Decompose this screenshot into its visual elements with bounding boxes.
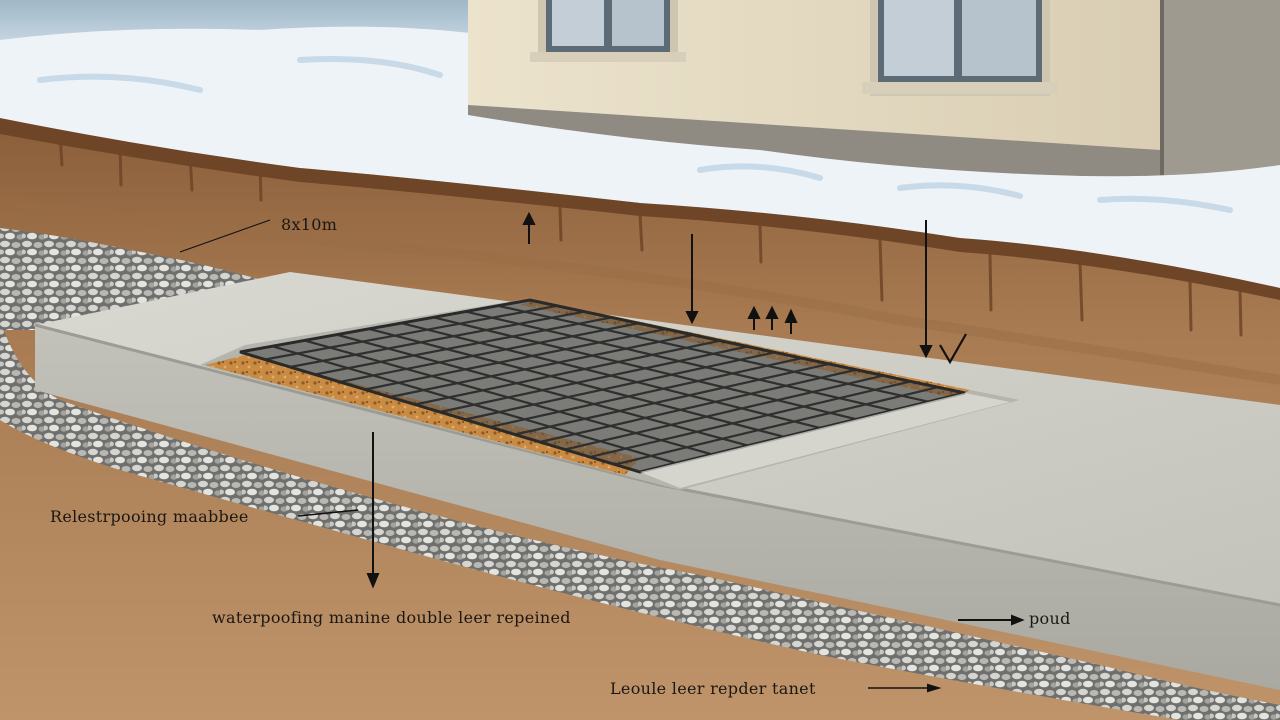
- gravel-drainage-layer: [0, 320, 1280, 720]
- rebar-bar: [414, 339, 721, 406]
- rebar-bar: [489, 357, 803, 429]
- rebar-bar: [497, 304, 930, 403]
- arrow-down-icon: [685, 311, 699, 325]
- bottom-layer-label: Leoule leer repder tanet: [610, 679, 816, 698]
- rebar-bar: [433, 316, 857, 421]
- rebar-bar: [339, 322, 639, 384]
- rebar-bar: [271, 345, 677, 465]
- rebar-bar: [614, 386, 939, 466]
- rebar-bar: [589, 380, 911, 459]
- arrow-right-icon: [1011, 614, 1025, 626]
- rebar-bar: [464, 351, 775, 421]
- pad-label: poud: [1029, 609, 1071, 628]
- rebar-bar: [314, 316, 612, 376]
- gravel-bed-back: [0, 228, 280, 330]
- slab-front-face: [35, 325, 1280, 690]
- arrow-up-icon: [522, 211, 536, 225]
- rebar-bar: [465, 310, 894, 412]
- insulation-strip-front: [205, 355, 640, 475]
- rebar-bar: [439, 345, 748, 414]
- arrow-down-icon: [366, 573, 380, 589]
- rebar-bar: [368, 327, 785, 438]
- arrow-up-icon: [747, 305, 761, 319]
- rebar-bar: [389, 333, 694, 399]
- rebar-bar: [400, 322, 821, 430]
- rebar-mesh: [239, 298, 966, 474]
- rebar-bar: [539, 368, 857, 444]
- arrow-up-icon: [765, 305, 779, 319]
- window-left: [530, 0, 686, 62]
- annotation-arrows: [179, 211, 1025, 693]
- rebar-bar: [304, 339, 713, 456]
- rebar-bar: [264, 304, 558, 361]
- arrow-up-icon: [784, 308, 798, 323]
- rebar-bar: [364, 327, 667, 391]
- double-layer-label: waterpoofing manine double leer repeined: [212, 608, 571, 627]
- arrow-down-icon: [919, 345, 933, 359]
- dimension-label: 8x10m: [281, 215, 338, 234]
- rebar-bar: [289, 310, 585, 369]
- rebar-bar: [336, 333, 749, 447]
- window-right: [862, 0, 1058, 96]
- rebar-bar: [564, 374, 884, 451]
- rebar-bar: [514, 362, 830, 436]
- house-wall-side: [1160, 0, 1280, 190]
- waterproofing-membrane-label: Relestrpooing maabbee: [50, 507, 249, 526]
